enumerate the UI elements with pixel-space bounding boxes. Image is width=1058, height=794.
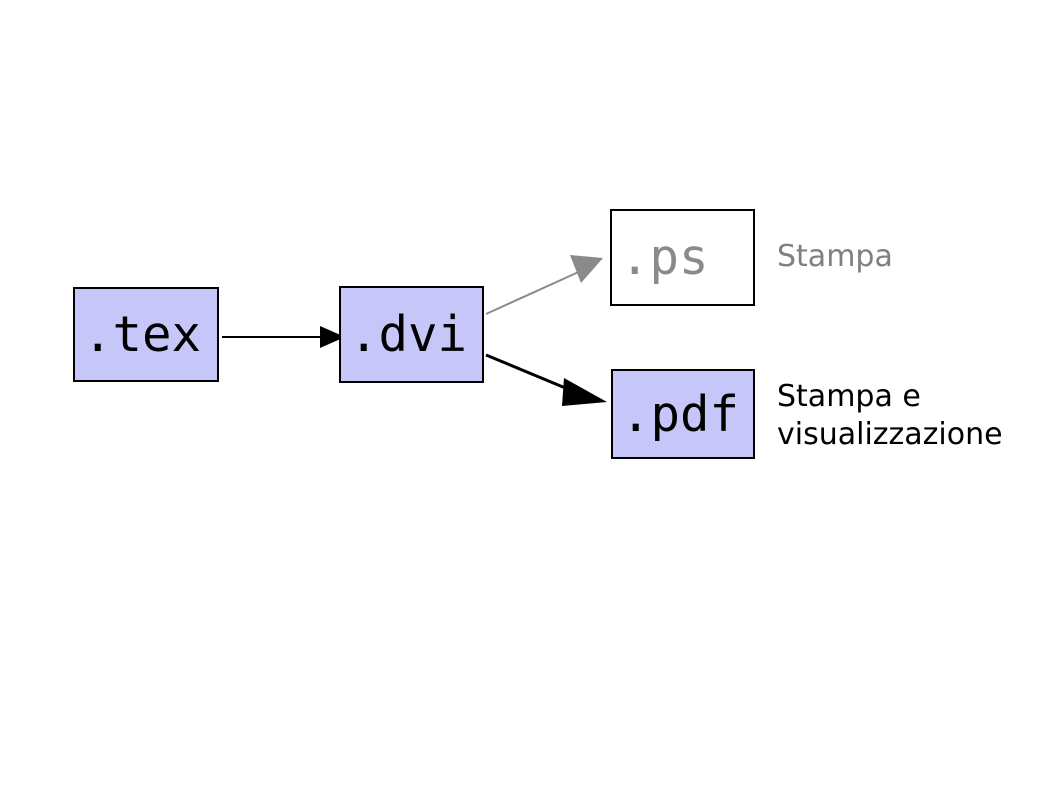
edge-tex-to-dvi <box>222 326 345 348</box>
node-tex-label: .tex <box>83 306 202 363</box>
edge-dvi-to-pdf <box>485 353 607 406</box>
node-pdf-label: .pdf <box>621 385 740 443</box>
annotation-stampa-visualizzazione: Stampa e visualizzazione <box>777 379 1003 452</box>
node-ps-label: .ps <box>620 229 709 286</box>
node-tex[interactable]: .tex <box>73 287 219 382</box>
annotation-stampa: Stampa <box>777 239 893 274</box>
node-dvi-label: .dvi <box>349 306 468 363</box>
node-pdf[interactable]: .pdf <box>611 369 755 459</box>
edge-dvi-to-ps <box>485 255 603 315</box>
node-ps[interactable]: .ps <box>610 209 755 306</box>
node-dvi[interactable]: .dvi <box>339 286 484 383</box>
